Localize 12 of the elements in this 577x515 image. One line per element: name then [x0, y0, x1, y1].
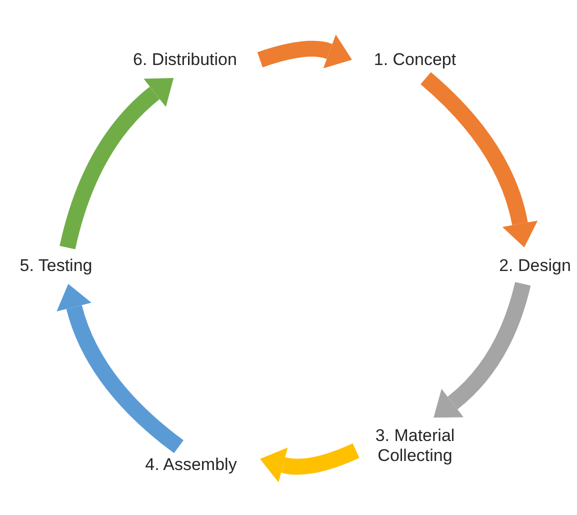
curved-arrow: [260, 443, 360, 483]
step-label: 1. Concept: [372, 50, 458, 70]
step-label: 5. Testing: [18, 256, 94, 276]
curved-arrow: [56, 284, 184, 454]
curved-arrow: [434, 282, 531, 418]
step-label: 4. Assembly: [144, 455, 238, 475]
step-label: 2. Design: [498, 256, 572, 276]
curved-arrow: [60, 77, 174, 250]
curved-arrow: [257, 34, 352, 69]
curved-arrow: [420, 72, 538, 248]
step-label: 3. Material Collecting: [374, 426, 456, 466]
step-label: 6. Distribution: [132, 50, 238, 70]
